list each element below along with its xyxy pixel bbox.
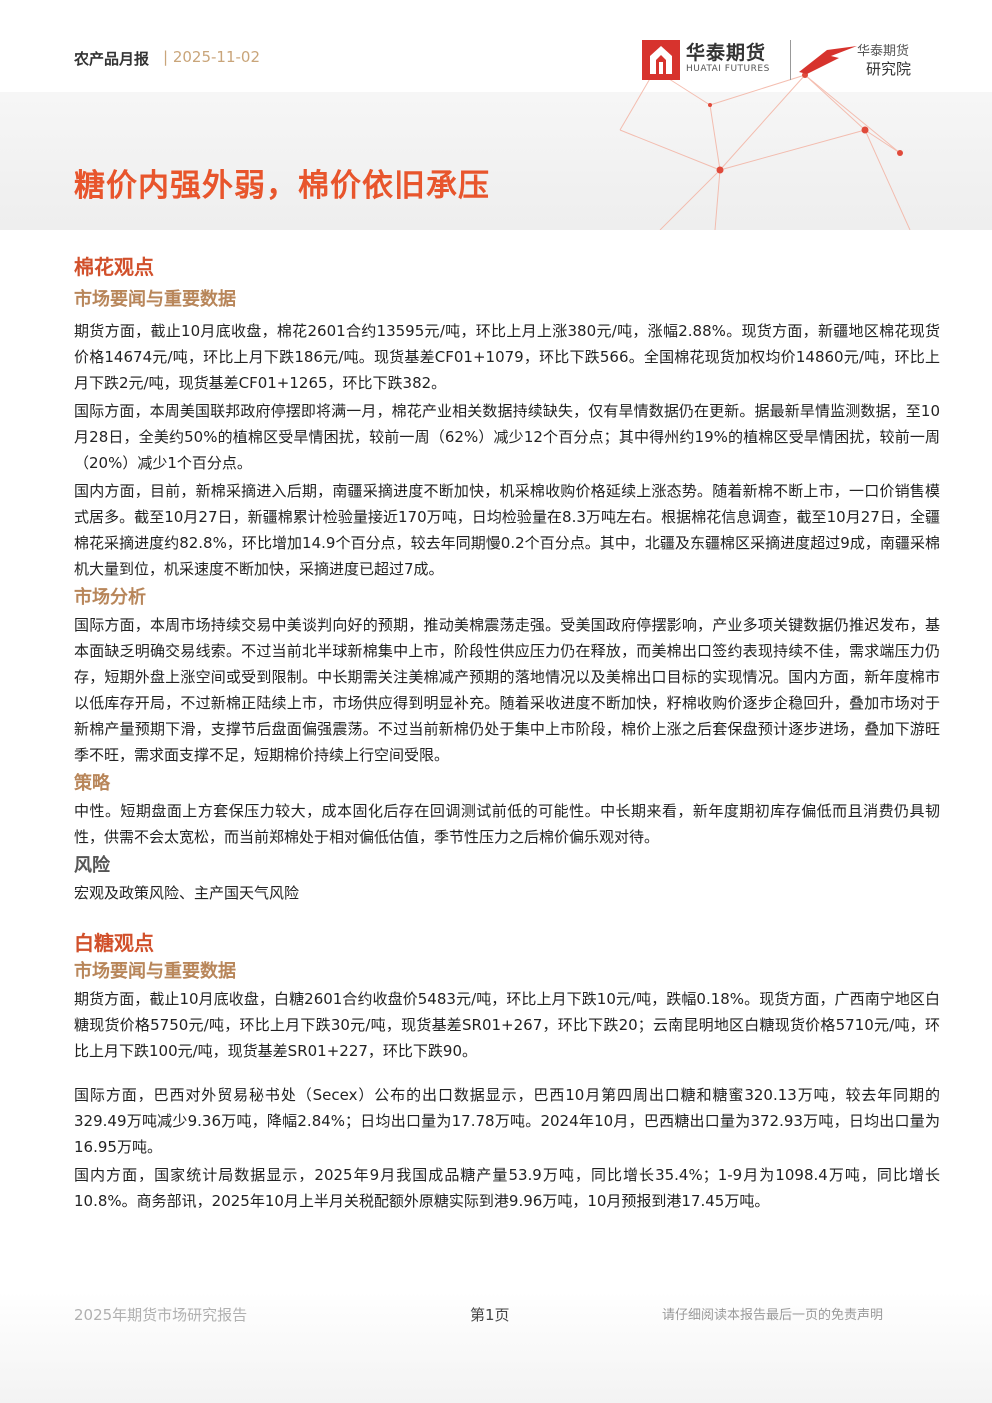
sugar-news-title: 市场要闻与重要数据 [74, 961, 236, 982]
cotton-analysis-paragraph: 国际方面，本周市场持续交易中美谈判向好的预期，推动美棉震荡走强。受美国政府停摆影… [74, 616, 940, 764]
cotton-news-paragraph: 期货方面，截止10月底收盘，棉花2601合约13595元/吨，环比上月上涨380… [74, 322, 940, 392]
header-band [0, 92, 992, 230]
sugar-section-title: 白糖观点 [74, 931, 154, 955]
cotton-strategy-paragraph: 中性。短期盘面上方套保压力较大，成本固化后存在回调测试前低的可能性。中长期来看，… [74, 802, 940, 846]
cotton-news-paragraph: 国际方面，本周美国联邦政府停摆即将满一月，棉花产业相关数据持续缺失，仅有旱情数据… [74, 402, 940, 472]
sugar-news-paragraph: 国际方面，巴西对外贸易秘书处（Secex）公布的出口数据显示，巴西10月第四周出… [74, 1086, 940, 1156]
report-header: 农产品月报 | 2025-11-02 华泰期货 HUATAI FUTURES 华… [0, 0, 992, 230]
logo-en: HUATAI FUTURES [686, 64, 770, 74]
network-decoration [619, 69, 911, 230]
page-number: 第1页 [470, 1306, 510, 1324]
report-type: 农产品月报 [74, 50, 150, 68]
sugar-news-paragraph: 期货方面，截止10月底收盘，白糖2601合约收盘价5483元/吨，环比上月下跌1… [74, 990, 940, 1060]
page-footer: 2025年期货市场研究报告 第1页 请仔细阅读本报告最后一页的免责声明 [0, 1292, 992, 1403]
institute-logo-icon [799, 46, 857, 74]
institute-line1: 华泰期货 [857, 44, 910, 59]
report-date: | 2025-11-02 [163, 48, 260, 66]
logo-separator [790, 40, 791, 80]
cotton-risk-title: 风险 [74, 855, 110, 876]
cotton-risk-paragraph: 宏观及政策风险、主产国天气风险 [74, 884, 300, 902]
logo-name: 华泰期货 [686, 42, 767, 64]
cotton-strategy-title: 策略 [74, 773, 110, 794]
cotton-news-title: 市场要闻与重要数据 [74, 289, 236, 310]
sugar-news-paragraph: 国内方面，国家统计局数据显示，2025年9月我国成品糖产量53.9万吨，同比增长… [74, 1166, 940, 1210]
page-title: 糖价内强外弱，棉价依旧承压 [74, 168, 490, 204]
report-content: 棉花观点 市场要闻与重要数据 期货方面，截止10月底收盘，棉花2601合约135… [74, 252, 940, 1216]
huatai-logo-icon [642, 40, 680, 80]
footer-disclaimer: 请仔细阅读本报告最后一页的免责声明 [662, 1308, 884, 1323]
cotton-section-title: 棉花观点 [74, 255, 154, 279]
footer-report-name: 2025年期货市场研究报告 [74, 1306, 248, 1324]
company-logo: 华泰期货 HUATAI FUTURES 华泰期货 研究院 [642, 38, 922, 82]
institute-line2: 研究院 [866, 60, 912, 78]
cotton-news-paragraph: 国内方面，目前，新棉采摘进入后期，南疆采摘进度不断加快，机采棉收购价格延续上涨态… [74, 482, 940, 578]
cotton-analysis-title: 市场分析 [74, 587, 146, 608]
